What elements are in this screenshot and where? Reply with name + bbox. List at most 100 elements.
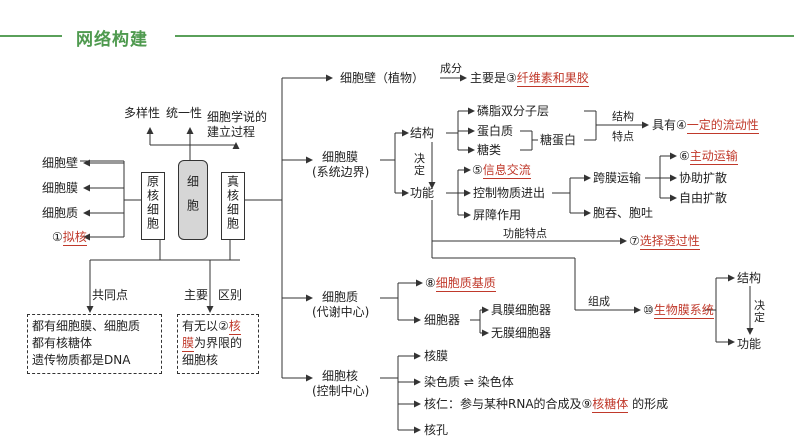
- difference-line1: 有无以②核: [182, 319, 241, 335]
- unity-label: 统一性: [166, 106, 203, 120]
- bio-function-label: 功能: [737, 337, 762, 351]
- cell-box: 细胞: [178, 160, 208, 240]
- left-membrane-label: 细胞膜: [42, 181, 79, 195]
- difference-line3: 细胞核: [182, 353, 219, 367]
- barrier-label: 屏障作用: [473, 208, 522, 222]
- wall-answer-line: 主要是③纤维素和果胶: [470, 71, 589, 87]
- cell-theory-line2: 建立过程: [207, 125, 256, 139]
- composition-label: 成分: [440, 62, 462, 75]
- nucleolus-text-b: 的形成: [632, 397, 669, 411]
- envelope-label: 核膜: [424, 349, 449, 363]
- pore-label: 核孔: [424, 423, 449, 437]
- membrane-label-line1: 细胞膜: [322, 150, 359, 164]
- selective-line: ⑦选择透过性: [629, 234, 700, 250]
- biomembrane-answer: 生物膜系统: [653, 303, 714, 319]
- organelle-label: 细胞器: [424, 313, 461, 327]
- difference-label: 区别: [218, 288, 243, 302]
- selective-answer: 选择透过性: [639, 234, 700, 250]
- difference-box: 有无以②核 膜为界限的 细胞核: [177, 314, 259, 374]
- wall-answer: 纤维素和果胶: [516, 71, 589, 87]
- difference-answer-b: 膜: [182, 336, 195, 352]
- nucleoid-answer: 拟核: [62, 230, 87, 246]
- fluidity-number: ④: [676, 118, 687, 132]
- wall-number: ③: [506, 71, 517, 85]
- common-box: 都有细胞膜、细胞质 都有核糖体 遗传物质都是DNA: [27, 314, 162, 374]
- common-label: 共同点: [92, 288, 129, 302]
- left-wall-label: 细胞壁: [42, 156, 79, 170]
- control-label: 控制物质进出: [473, 186, 546, 200]
- nucleoid-label: ①拟核: [52, 230, 87, 246]
- membrane-function: 功能: [410, 186, 435, 200]
- prokaryote-label: 原核细胞: [145, 175, 160, 231]
- nucleus-label-line1: 细胞核: [322, 369, 359, 383]
- chromatin-label: 染色质: [424, 375, 461, 389]
- common-line2: 都有核糖体: [32, 336, 93, 350]
- transmembrane-label: 跨膜运输: [593, 171, 642, 185]
- ribosome-answer: 核糖体: [592, 397, 629, 413]
- matrix-line: ⑧细胞质基质: [425, 276, 496, 292]
- wall-label: 细胞壁（植物）: [340, 71, 425, 85]
- glycoprotein-label: 糖蛋白: [540, 133, 577, 147]
- membrane-decide: 决定: [414, 152, 425, 177]
- cell-theory-line1: 细胞学说的: [207, 110, 268, 124]
- biomembrane-line: ⑩生物膜系统: [643, 303, 714, 319]
- signal-number: ⑤: [472, 163, 483, 177]
- active-number: ⑥: [679, 149, 690, 163]
- protein-label: 蛋白质: [477, 124, 514, 138]
- active-line: ⑥主动运输: [679, 149, 738, 165]
- chromosome-label: 染色体: [477, 375, 514, 389]
- compose-label: 组成: [588, 295, 610, 308]
- ribosome-number: ⑨: [581, 397, 593, 411]
- nucleoid-number: ①: [52, 230, 63, 244]
- matrix-number: ⑧: [425, 276, 436, 290]
- nucleus-label-line2: (控制中心): [312, 384, 370, 398]
- header-line-right: [175, 35, 794, 37]
- difference-text-b: 为界限的: [194, 336, 243, 350]
- sugar-label: 糖类: [477, 143, 502, 157]
- selective-number: ⑦: [629, 234, 640, 248]
- fluidity-answer: 一定的流动性: [686, 118, 759, 134]
- wall-main-is: 主要是: [470, 71, 507, 85]
- page-title: 网络构建: [76, 30, 148, 50]
- cell-label: 细胞: [185, 175, 200, 223]
- cytoplasm-label-line1: 细胞质: [322, 290, 359, 304]
- chromatin-line: 染色质 ⇌ 染色体: [424, 375, 514, 389]
- endo-exo-label: 胞吞、胞吐: [593, 206, 654, 220]
- nucleolus-text-a: 核仁：参与某种RNA的合成及: [424, 397, 582, 411]
- struct-feature-line2: 特点: [612, 130, 634, 143]
- eukaryote-box: 真核细胞: [221, 172, 245, 240]
- difference-line2: 膜为界限的: [182, 336, 243, 352]
- matrix-answer: 细胞质基质: [435, 276, 496, 292]
- header-line-left: [0, 35, 62, 37]
- cytoplasm-label-line2: (代谢中心): [312, 305, 370, 319]
- difference-number: ②: [218, 319, 229, 333]
- struct-feature-line1: 结构: [612, 110, 634, 123]
- membrane-structure: 结构: [410, 126, 435, 140]
- signal-answer: 信息交流: [482, 163, 531, 179]
- has-text: 具有: [652, 118, 677, 132]
- eukaryote-label: 真核细胞: [225, 175, 240, 231]
- func-feature-label: 功能特点: [503, 227, 547, 240]
- membranous-label: 具膜细胞器: [491, 303, 552, 317]
- difference-text-a: 有无以: [182, 319, 219, 333]
- facilitated-label: 协助扩散: [679, 171, 728, 185]
- bio-structure-label: 结构: [737, 271, 762, 285]
- difference-answer-a: 核: [228, 319, 241, 335]
- bio-decide-label: 决定: [754, 299, 765, 324]
- prokaryote-box: 原核细胞: [141, 172, 165, 240]
- phospholipid-label: 磷脂双分子层: [477, 104, 550, 118]
- membrane-label-line2: (系统边界): [312, 165, 370, 179]
- common-line1: 都有细胞膜、细胞质: [32, 319, 141, 333]
- left-cytoplasm-label: 细胞质: [42, 206, 79, 220]
- fluidity-line: 具有④一定的流动性: [652, 118, 759, 134]
- signal-line: ⑤信息交流: [472, 163, 531, 179]
- nonmembranous-label: 无膜细胞器: [491, 326, 552, 340]
- biomembrane-number: ⑩: [643, 303, 654, 317]
- free-label: 自由扩散: [679, 191, 728, 205]
- reversible-arrows: ⇌: [463, 375, 474, 389]
- main-label: 主要: [184, 288, 209, 302]
- nucleolus-line: 核仁：参与某种RNA的合成及⑨核糖体 的形成: [424, 397, 669, 413]
- active-answer: 主动运输: [689, 149, 738, 165]
- common-line3: 遗传物质都是DNA: [32, 353, 131, 367]
